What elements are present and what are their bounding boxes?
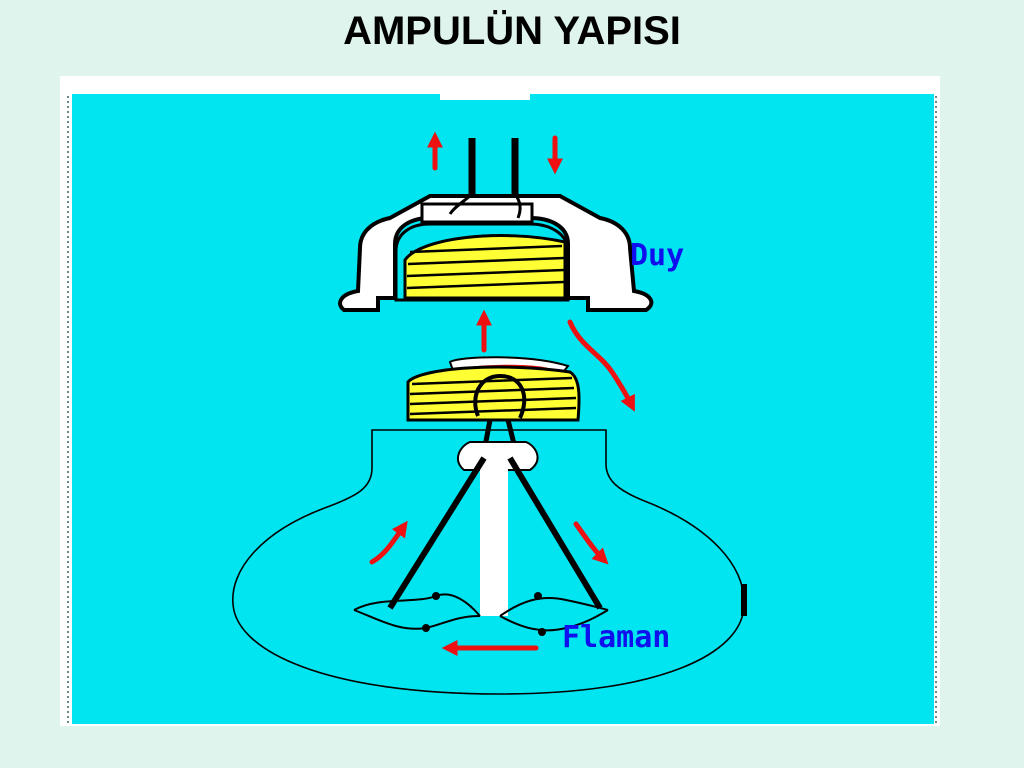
current-arrows [369, 131, 635, 657]
glass-stem [387, 441, 603, 616]
curved-arrow-icon [567, 319, 635, 412]
socket-label: Duy [630, 238, 684, 273]
filament-label: Flaman [562, 620, 670, 655]
filament [353, 592, 609, 636]
down-arrow-icon [573, 521, 609, 565]
bulb-glass-outline [232, 429, 745, 695]
bulb-structure-figure: Duy Flaman [60, 76, 940, 726]
socket-duy [338, 138, 654, 312]
up-arrow-icon [369, 520, 408, 565]
bulb-diagram: Duy Flaman [60, 76, 940, 726]
slide-title: AMPULÜN YAPISI [343, 9, 681, 53]
